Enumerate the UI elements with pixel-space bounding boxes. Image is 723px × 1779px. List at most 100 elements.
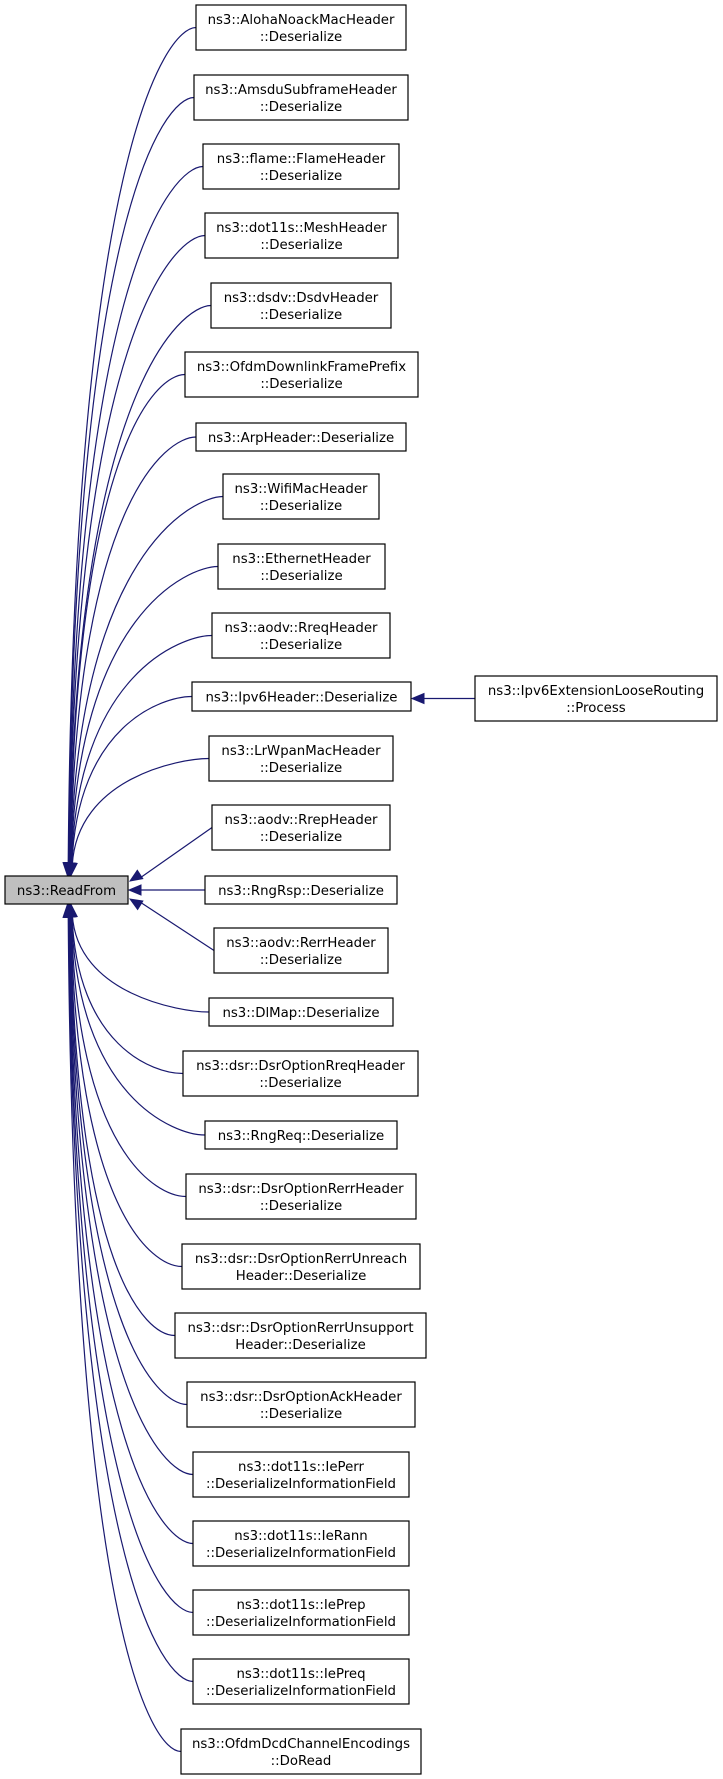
edge-ofdm-dcd-to-root xyxy=(67,914,182,1753)
edge-lrwpan-to-root xyxy=(71,757,210,866)
arrowhead-ipv6-loose-routing xyxy=(410,692,425,705)
node-wifimac-box xyxy=(222,473,380,520)
node-aloha-box xyxy=(195,4,407,51)
edge-amsdu-to-root xyxy=(67,96,195,866)
node-amsdu-label-line-2: ::Deserialize xyxy=(260,100,342,115)
node-ipv6-loose-routing-box xyxy=(474,675,718,722)
edge-ieprep-to-root xyxy=(68,914,194,1614)
node-rreq-label-line-2: ::Deserialize xyxy=(260,638,342,653)
node-lrwpan-label-line-1: ns3::LrWpanMacHeader xyxy=(221,744,381,759)
node-ierann-box xyxy=(192,1520,410,1567)
node-arp-label-line-1: ns3::ArpHeader::Deserialize xyxy=(208,431,394,446)
node-mesh[interactable]: ns3::dot11s::MeshHeader::Deserialize xyxy=(204,212,399,259)
node-ofdm-prefix[interactable]: ns3::OfdmDownlinkFramePrefix::Deserializ… xyxy=(184,351,419,398)
node-rrep[interactable]: ns3::aodv::RrepHeader::Deserialize xyxy=(211,804,391,851)
node-rerr-label-line-1: ns3::aodv::RerrHeader xyxy=(226,936,376,951)
node-iepreq-label-line-1: ns3::dot11s::IePreq xyxy=(236,1667,365,1682)
edge-aloha-to-root xyxy=(67,26,197,866)
node-rrep-box xyxy=(211,804,391,851)
node-flame-label-line-2: ::Deserialize xyxy=(260,169,342,184)
root-node-label: ns3::ReadFrom xyxy=(17,884,116,899)
node-flame[interactable]: ns3::flame::FlameHeader::Deserialize xyxy=(202,143,400,190)
node-flame-box xyxy=(202,143,400,190)
node-ieperr[interactable]: ns3::dot11s::IePerr::DeserializeInformat… xyxy=(192,1451,410,1498)
node-ieperr-label-line-2: ::DeserializeInformationField xyxy=(206,1477,396,1492)
node-aloha-label-line-1: ns3::AlohaNoackMacHeader xyxy=(208,13,395,28)
edge-dsr-ack-to-root xyxy=(69,914,188,1406)
node-ieprep[interactable]: ns3::dot11s::IePrep::DeserializeInformat… xyxy=(192,1589,410,1636)
node-ethernet-box xyxy=(217,543,386,590)
node-rerr-box xyxy=(213,927,389,974)
node-ieprep-label-line-1: ns3::dot11s::IePrep xyxy=(236,1598,365,1613)
node-dsr-rreq-label-line-1: ns3::dsr::DsrOptionRreqHeader xyxy=(196,1059,405,1074)
node-dsr-rerr-unsupport-box xyxy=(174,1312,427,1359)
node-rngrsp-box xyxy=(204,875,398,905)
node-ieperr-label-line-1: ns3::dot11s::IePerr xyxy=(238,1460,364,1475)
node-dsr-rreq[interactable]: ns3::dsr::DsrOptionRreqHeader::Deseriali… xyxy=(182,1050,419,1097)
edge-dsr-rerr-unreach-to-root xyxy=(70,914,183,1268)
edge-rngreq-to-root xyxy=(71,914,206,1136)
node-rngreq[interactable]: ns3::RngReq::Deserialize xyxy=(204,1120,398,1150)
root-node-readfrom[interactable]: ns3::ReadFrom xyxy=(4,875,129,905)
edge-dsr-rerr-unsupport-to-root xyxy=(69,914,176,1337)
node-ieperr-box xyxy=(192,1451,410,1498)
node-dsr-rerr-unreach-box xyxy=(181,1243,421,1290)
node-iepreq[interactable]: ns3::dot11s::IePreq::DeserializeInformat… xyxy=(192,1658,410,1705)
node-ethernet-label-line-2: ::Deserialize xyxy=(260,569,342,584)
edge-ofdm-prefix-to-root xyxy=(69,373,186,866)
arrowhead-ofdm-dcd xyxy=(62,903,74,918)
node-amsdu-label-line-1: ns3::AmsduSubframeHeader xyxy=(205,83,397,98)
node-rerr[interactable]: ns3::aodv::RerrHeader::Deserialize xyxy=(213,927,389,974)
node-ofdm-prefix-label-line-2: ::Deserialize xyxy=(260,377,342,392)
node-dlmap-label-line-1: ns3::DlMap::Deserialize xyxy=(222,1006,379,1021)
node-ipv6[interactable]: ns3::Ipv6Header::Deserialize xyxy=(191,681,412,712)
node-wifimac-label-line-2: ::Deserialize xyxy=(260,499,342,514)
node-mesh-label-line-1: ns3::dot11s::MeshHeader xyxy=(216,221,387,236)
node-dsr-rerr-unreach[interactable]: ns3::dsr::DsrOptionRerrUnreachHeader::De… xyxy=(181,1243,421,1290)
node-ofdm-dcd-box xyxy=(180,1728,422,1775)
node-ierann[interactable]: ns3::dot11s::IeRann::DeserializeInformat… xyxy=(192,1520,410,1567)
node-dsr-rerr-unsupport[interactable]: ns3::dsr::DsrOptionRerrUnsupportHeader::… xyxy=(174,1312,427,1359)
node-ipv6-loose-routing[interactable]: ns3::Ipv6ExtensionLooseRouting::Process xyxy=(474,675,718,722)
node-rrep-label-line-1: ns3::aodv::RrepHeader xyxy=(224,813,378,828)
arrowhead-rrep xyxy=(128,869,144,882)
node-rngrsp[interactable]: ns3::RngRsp::Deserialize xyxy=(204,875,398,905)
node-amsdu[interactable]: ns3::AmsduSubframeHeader::Deserialize xyxy=(193,74,409,121)
node-dsr-ack-label-line-1: ns3::dsr::DsrOptionAckHeader xyxy=(200,1390,402,1405)
node-rerr-label-line-2: ::Deserialize xyxy=(260,953,342,968)
node-dsr-rreq-box xyxy=(182,1050,419,1097)
node-arp-box xyxy=(195,422,407,452)
edge-arp-to-root xyxy=(69,436,197,866)
node-dsr-rerr-label-line-1: ns3::dsr::DsrOptionRerrHeader xyxy=(198,1182,404,1197)
node-aloha[interactable]: ns3::AlohaNoackMacHeader::Deserialize xyxy=(195,4,407,51)
node-rreq-box xyxy=(211,612,391,659)
node-flame-label-line-1: ns3::flame::FlameHeader xyxy=(217,152,386,167)
node-dsr-rerr[interactable]: ns3::dsr::DsrOptionRerrHeader::Deseriali… xyxy=(185,1173,417,1220)
node-dlmap-box xyxy=(208,997,394,1027)
arrowhead-lrwpan xyxy=(66,862,78,877)
node-rngreq-box xyxy=(204,1120,398,1150)
node-lrwpan-label-line-2: ::Deserialize xyxy=(260,761,342,776)
node-mesh-box xyxy=(204,212,399,259)
node-dlmap[interactable]: ns3::DlMap::Deserialize xyxy=(208,997,394,1027)
node-ethernet[interactable]: ns3::EthernetHeader::Deserialize xyxy=(217,543,386,590)
node-wifimac[interactable]: ns3::WifiMacHeader::Deserialize xyxy=(222,473,380,520)
node-lrwpan[interactable]: ns3::LrWpanMacHeader::Deserialize xyxy=(208,735,394,782)
node-ieprep-label-line-2: ::DeserializeInformationField xyxy=(206,1615,396,1630)
node-rreq[interactable]: ns3::aodv::RreqHeader::Deserialize xyxy=(211,612,391,659)
node-lrwpan-box xyxy=(208,735,394,782)
node-rngreq-label-line-1: ns3::RngReq::Deserialize xyxy=(218,1129,385,1144)
node-dsr-rerr-label-line-2: ::Deserialize xyxy=(260,1199,342,1214)
node-dsdv[interactable]: ns3::dsdv::DsdvHeader::Deserialize xyxy=(210,282,392,329)
node-rrep-label-line-2: ::Deserialize xyxy=(260,830,342,845)
node-ipv6-loose-routing-label-line-2: ::Process xyxy=(566,701,625,716)
node-arp[interactable]: ns3::ArpHeader::Deserialize xyxy=(195,422,407,452)
node-dsr-rerr-box xyxy=(185,1173,417,1220)
node-dsr-rerr-unreach-label-line-2: Header::Deserialize xyxy=(236,1269,367,1284)
node-dsdv-box xyxy=(210,282,392,329)
node-ofdm-prefix-box xyxy=(184,351,419,398)
node-ofdm-dcd[interactable]: ns3::OfdmDcdChannelEncodings::DoRead xyxy=(180,1728,422,1775)
node-dsdv-label-line-1: ns3::dsdv::DsdvHeader xyxy=(224,291,379,306)
node-dsr-ack[interactable]: ns3::dsr::DsrOptionAckHeader::Deserializ… xyxy=(186,1381,416,1428)
